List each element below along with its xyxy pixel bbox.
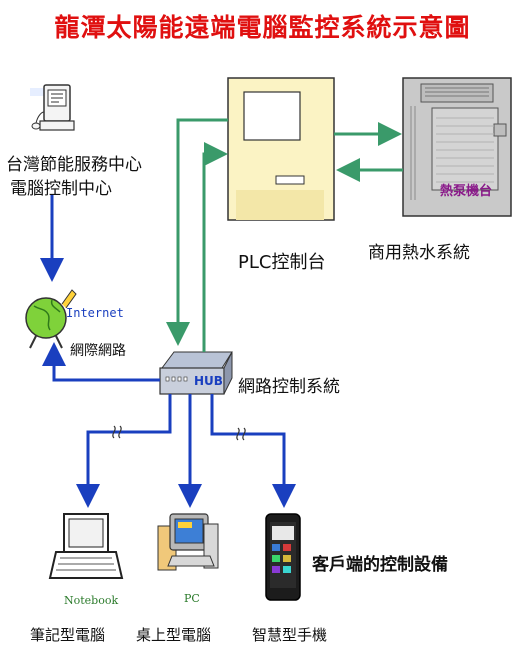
plc-label: PLC控制台	[238, 252, 326, 273]
link-hub-to-plc	[202, 142, 228, 352]
hub-label: 網路控制系統	[238, 377, 340, 397]
plc-cabinet	[227, 77, 335, 221]
hub-device	[159, 351, 233, 395]
pc-label: 桌上型電腦	[136, 626, 212, 644]
internet-label: 網際網路	[70, 343, 126, 359]
link-plc-to-hub	[166, 118, 228, 346]
link-hub-to-phone	[210, 394, 296, 508]
computer-icon	[30, 84, 75, 131]
control-center-label-line1: 台灣節能服務中心	[6, 155, 142, 175]
notebook-label: 筆記型電腦	[30, 626, 106, 644]
desktop-pc-icon	[157, 513, 219, 571]
heat-pump-unit-text: 熱泵機台	[440, 184, 493, 199]
globe-icon	[25, 289, 77, 349]
pc-caption: PC	[184, 592, 200, 605]
laptop-icon	[48, 513, 124, 579]
notebook-caption: Notebook	[64, 594, 119, 607]
link-hub-to-internet	[42, 342, 160, 382]
client-devices-label: 客戶端的控制設備	[312, 555, 448, 575]
heat-pump-unit	[402, 77, 512, 217]
diagram-title: 龍潭太陽能遠端電腦監控系統示意圖	[54, 13, 471, 42]
wireless-mark-phone	[236, 427, 246, 441]
phone-label: 智慧型手機	[252, 626, 328, 644]
hub-badge: HUB	[194, 374, 223, 388]
heat-pump-label: 商用熱水系統	[368, 243, 470, 263]
control-center-label-line2: 電腦控制中心	[10, 179, 112, 199]
internet-badge: Internet	[66, 306, 124, 320]
link-hub-to-notebook	[76, 394, 172, 508]
smartphone-icon	[265, 513, 301, 601]
wireless-mark-notebook	[112, 425, 122, 439]
